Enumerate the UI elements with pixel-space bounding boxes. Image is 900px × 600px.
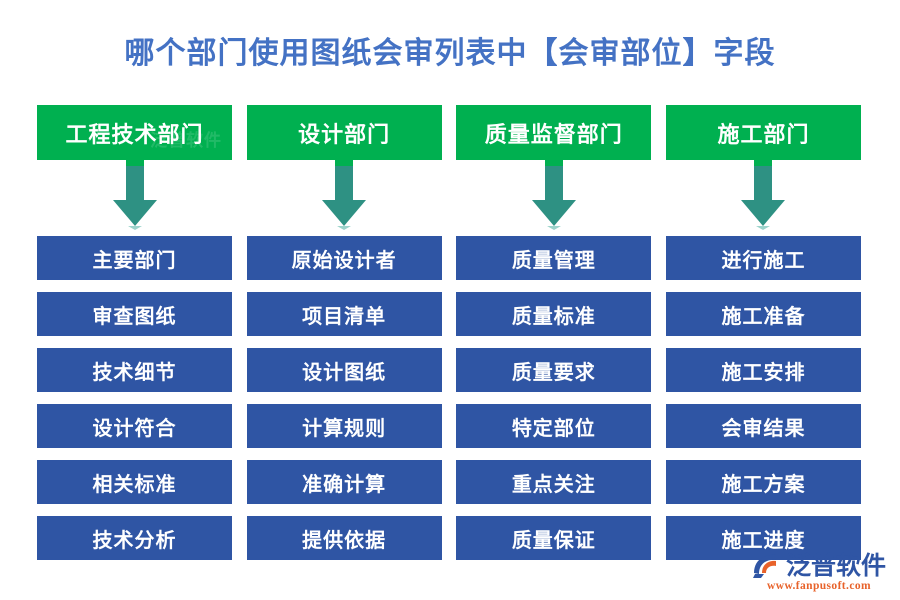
list-item[interactable]: 准确计算 — [246, 460, 442, 504]
column-engineering-tech: 工程技术部门 主要部门 审查图纸 技术细节 设计符合 相关标准 技术分析 — [37, 105, 232, 560]
column-header[interactable]: 质量监督部门 — [456, 105, 652, 160]
list-item[interactable]: 技术细节 — [37, 348, 232, 392]
list-item[interactable]: 原始设计者 — [246, 236, 442, 280]
list-item[interactable]: 计算规则 — [246, 404, 442, 448]
arrow-zone — [247, 156, 442, 236]
column-construction: 施工部门 进行施工 施工准备 施工安排 会审结果 施工方案 施工进度 — [665, 105, 861, 560]
list-item[interactable]: 主要部门 — [37, 236, 232, 280]
list-item[interactable]: 设计图纸 — [246, 348, 442, 392]
items-list: 主要部门 审查图纸 技术细节 设计符合 相关标准 技术分析 — [37, 236, 232, 560]
list-item[interactable]: 特定部位 — [456, 404, 652, 448]
columns-container: 工程技术部门 主要部门 审查图纸 技术细节 设计符合 相关标准 技术分析 — [37, 105, 861, 560]
list-item[interactable]: 技术分析 — [37, 516, 232, 560]
list-item[interactable]: 提供依据 — [246, 516, 442, 560]
brand-url: www.fanpusoft.com — [767, 580, 871, 592]
fanpu-logo-icon — [752, 553, 782, 579]
column-design: 设计部门 原始设计者 项目清单 设计图纸 计算规则 准确计算 提供依据 — [246, 105, 442, 560]
down-arrow-icon — [531, 156, 576, 230]
page-title: 哪个部门使用图纸会审列表中【会审部位】字段 — [124, 37, 776, 70]
down-arrow-icon — [112, 156, 157, 230]
column-quality-supervision: 质量监督部门 质量管理 质量标准 质量要求 特定部位 重点关注 质量保证 — [456, 105, 652, 560]
list-item[interactable]: 会审结果 — [665, 404, 861, 448]
list-item[interactable]: 施工准备 — [665, 292, 861, 336]
items-list: 进行施工 施工准备 施工安排 会审结果 施工方案 施工进度 — [665, 236, 861, 560]
column-header[interactable]: 工程技术部门 — [37, 105, 232, 160]
brand-name: 泛普软件 — [785, 551, 886, 580]
brand-row: 泛普软件 — [752, 553, 886, 579]
column-header[interactable]: 施工部门 — [665, 105, 861, 160]
list-item[interactable]: 质量要求 — [456, 348, 652, 392]
list-item[interactable]: 设计符合 — [37, 404, 232, 448]
brand-logo: 泛普软件 www.fanpusoft.com — [752, 553, 886, 592]
down-arrow-icon — [322, 156, 367, 230]
list-item[interactable]: 施工进度 — [665, 516, 861, 560]
list-item[interactable]: 施工方案 — [665, 460, 861, 504]
list-item[interactable]: 质量标准 — [456, 292, 652, 336]
list-item[interactable]: 审查图纸 — [37, 292, 232, 336]
list-item[interactable]: 重点关注 — [456, 460, 652, 504]
list-item[interactable]: 质量管理 — [456, 236, 652, 280]
list-item[interactable]: 进行施工 — [665, 236, 861, 280]
list-item[interactable]: 项目清单 — [246, 292, 442, 336]
list-item[interactable]: 施工安排 — [665, 348, 861, 392]
arrow-zone — [456, 156, 651, 236]
items-list: 质量管理 质量标准 质量要求 特定部位 重点关注 质量保证 — [456, 236, 652, 560]
list-item[interactable]: 相关标准 — [37, 460, 232, 504]
arrow-zone — [37, 156, 232, 236]
down-arrow-icon — [741, 156, 786, 230]
column-header[interactable]: 设计部门 — [246, 105, 442, 160]
arrow-zone — [666, 156, 861, 236]
list-item[interactable]: 质量保证 — [456, 516, 652, 560]
items-list: 原始设计者 项目清单 设计图纸 计算规则 准确计算 提供依据 — [246, 236, 442, 560]
